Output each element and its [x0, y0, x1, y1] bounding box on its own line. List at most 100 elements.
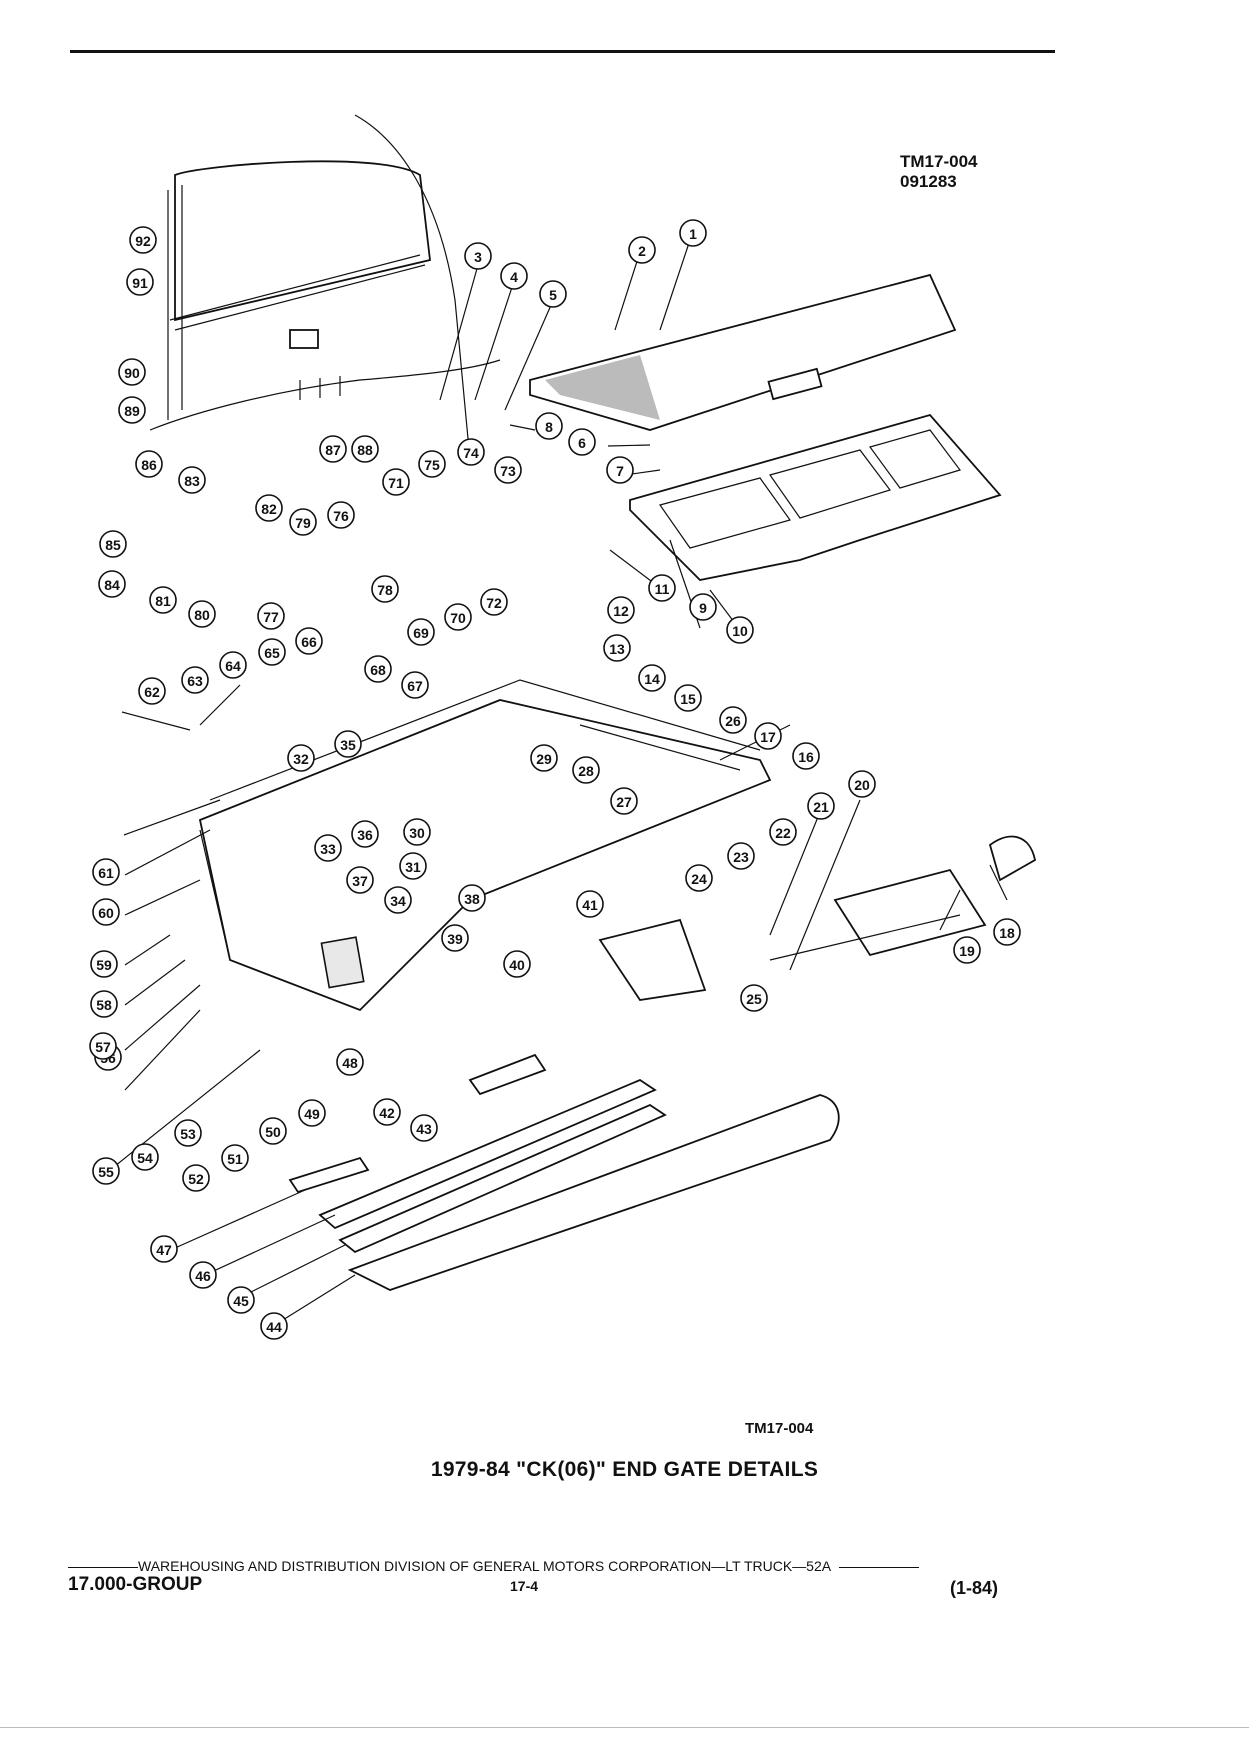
callout-label: 52: [188, 1171, 204, 1187]
callout-circle: [129, 226, 157, 254]
callout-87: 87: [319, 435, 347, 463]
callout-circle: [441, 924, 469, 952]
callout-label: 24: [691, 871, 707, 887]
callout-circle: [719, 706, 747, 734]
callout-circle: [610, 787, 638, 815]
callout-label: 53: [180, 1126, 196, 1142]
callout-circle: [178, 466, 206, 494]
callout-59: 59: [90, 950, 118, 978]
callout-label: 18: [999, 925, 1015, 941]
callout-circle: [606, 456, 634, 484]
callout-label: 30: [409, 825, 425, 841]
callout-34: 34: [384, 886, 412, 914]
callout-label: 20: [854, 777, 870, 793]
callout-label: 90: [124, 365, 140, 381]
window-regulator: [598, 835, 1037, 1001]
callout-8: 8: [535, 412, 563, 440]
callout-72: 72: [480, 588, 508, 616]
door-frame-drawing: [149, 114, 501, 461]
callout-84: 84: [98, 570, 126, 598]
callout-circle: [769, 818, 797, 846]
callout-circle: [689, 593, 717, 621]
callout-89: 89: [118, 396, 146, 424]
callout-52: 52: [182, 1164, 210, 1192]
callouts: 1234567891011121314151617181920212223242…: [89, 219, 1021, 1340]
callout-circle: [535, 412, 563, 440]
tm-header: TM17-004 091283: [900, 152, 977, 192]
callout-circle: [287, 744, 315, 772]
access-cover-panel: [629, 413, 1002, 581]
callout-circle: [89, 1032, 117, 1060]
callout-label: 10: [732, 623, 748, 639]
callout-47: 47: [150, 1235, 178, 1263]
callout-label: 71: [388, 475, 404, 491]
callout-label: 69: [413, 625, 429, 641]
callout-4: 4: [500, 262, 528, 290]
callout-circle: [255, 494, 283, 522]
callout-6: 6: [568, 428, 596, 456]
callout-label: 76: [333, 508, 349, 524]
callout-circle: [182, 1164, 210, 1192]
callout-label: 17: [760, 729, 776, 745]
callout-3: 3: [464, 242, 492, 270]
callout-circle: [740, 984, 768, 1012]
tm-code: TM17-004: [900, 152, 978, 171]
callout-label: 37: [352, 873, 368, 889]
callout-label: 5: [549, 287, 557, 303]
callout-circle: [92, 858, 120, 886]
callout-circle: [607, 596, 635, 624]
callout-label: 62: [144, 684, 160, 700]
callout-65: 65: [258, 638, 286, 666]
callout-circle: [259, 1117, 287, 1145]
callout-label: 89: [124, 403, 140, 419]
callout-circle: [674, 684, 702, 712]
footer-rule-left: [68, 1566, 138, 1568]
callout-label: 29: [536, 751, 552, 767]
figure-title: 1979-84 "CK(06)" END GATE DETAILS: [430, 1458, 819, 1481]
callout-label: 88: [357, 442, 373, 458]
callout-label: 13: [609, 641, 625, 657]
callout-49: 49: [298, 1099, 326, 1127]
callout-circle: [149, 586, 177, 614]
callout-label: 92: [135, 233, 151, 249]
callout-30: 30: [403, 818, 431, 846]
callout-circle: [118, 396, 146, 424]
callout-label: 60: [98, 905, 114, 921]
callout-label: 70: [450, 610, 466, 626]
callout-label: 55: [98, 1164, 114, 1180]
callout-circle: [298, 1099, 326, 1127]
callout-circle: [126, 268, 154, 296]
callout-label: 64: [225, 658, 241, 674]
callout-circle: [174, 1119, 202, 1147]
callout-circle: [480, 588, 508, 616]
callout-62: 62: [138, 677, 166, 705]
callout-circle: [138, 677, 166, 705]
callout-67: 67: [401, 671, 429, 699]
callout-circle: [792, 742, 820, 770]
callout-88: 88: [351, 435, 379, 463]
callout-label: 47: [156, 1242, 172, 1258]
callout-label: 57: [95, 1039, 111, 1055]
callout-circle: [351, 435, 379, 463]
callout-label: 27: [616, 794, 632, 810]
callout-label: 7: [616, 463, 624, 479]
callout-circle: [382, 468, 410, 496]
callout-43: 43: [410, 1114, 438, 1142]
callout-circle: [403, 818, 431, 846]
callout-label: 81: [155, 593, 171, 609]
callout-label: 23: [733, 849, 749, 865]
callout-2: 2: [628, 236, 656, 264]
date-code: 091283: [900, 172, 957, 191]
callout-circle: [314, 834, 342, 862]
callout-circle: [131, 1143, 159, 1171]
callout-82: 82: [255, 494, 283, 522]
callout-61: 61: [92, 858, 120, 886]
bottom-rule: [0, 1727, 1249, 1728]
callout-12: 12: [607, 596, 635, 624]
callout-circle: [295, 627, 323, 655]
callout-label: 63: [187, 673, 203, 689]
callout-label: 32: [293, 751, 309, 767]
callout-circle: [530, 744, 558, 772]
callout-circle: [539, 280, 567, 308]
callout-circle: [227, 1286, 255, 1314]
